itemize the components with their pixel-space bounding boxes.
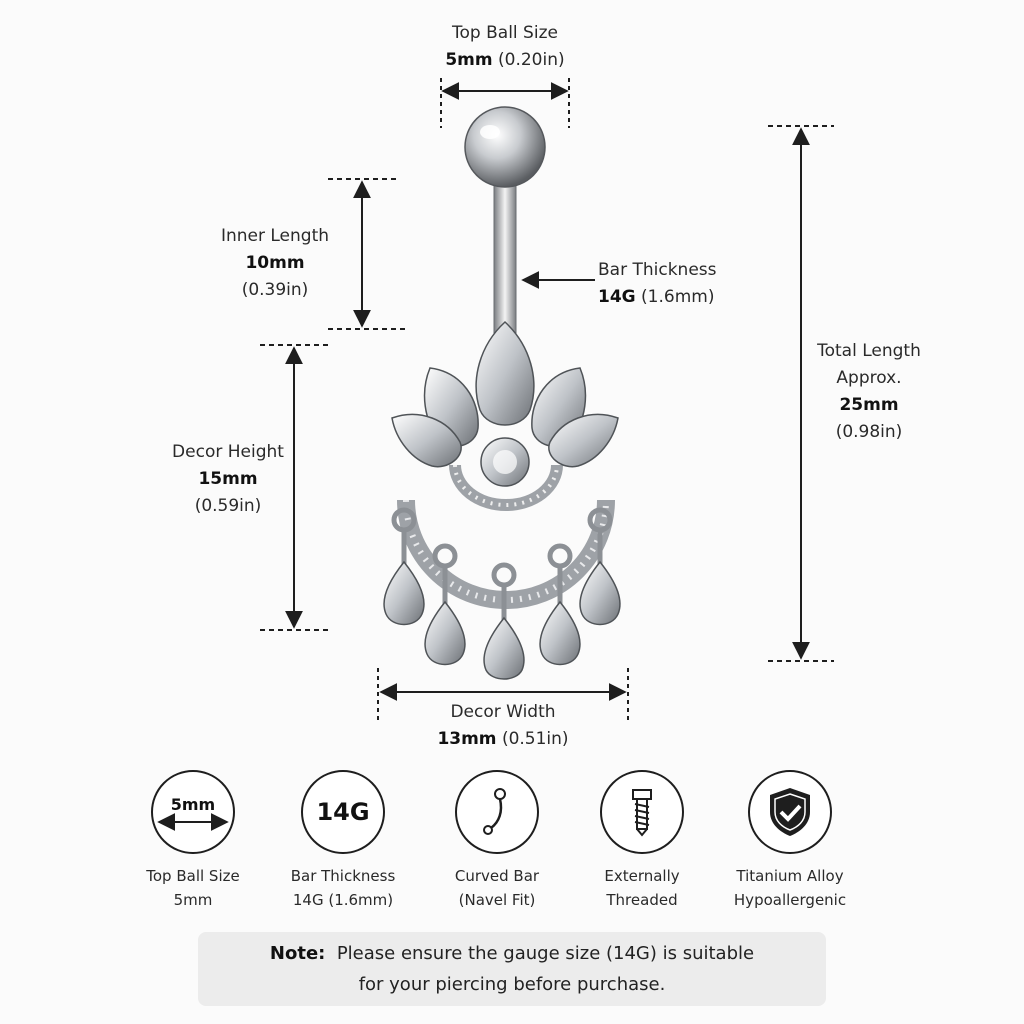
jewelry-diagram — [260, 78, 834, 722]
bar-thickness-value: 14G — [598, 287, 636, 307]
decor-height-label: Decor Height 15mm (0.59in) — [148, 439, 308, 520]
feature-threaded-line2: Threaded — [606, 891, 678, 909]
decor-height-title: Decor Height — [172, 442, 284, 462]
screw-icon — [600, 770, 684, 854]
decor-width-dimension — [377, 668, 629, 722]
feature-threaded: Externally Threaded — [567, 770, 717, 912]
total-length-dimension — [768, 125, 834, 662]
total-length-value-in: (0.98in) — [835, 422, 903, 442]
decor-width-value: 13mm — [437, 729, 497, 749]
feature-bar-thickness-line1: Bar Thickness — [290, 867, 396, 885]
feature-curved-bar-line1: Curved Bar — [454, 867, 540, 885]
note-label: Note: — [269, 943, 326, 964]
feature-curved-bar-line2: (Navel Fit) — [458, 891, 536, 909]
feature-threaded-line1: Externally — [604, 867, 680, 885]
feature-titanium: Titanium Alloy Hypoallergenic — [715, 770, 865, 912]
inner-length-value: 10mm — [245, 253, 305, 273]
ball-size-icon-text: 5mm — [170, 795, 216, 814]
inner-length-dimension — [328, 178, 405, 330]
decor-width-label: Decor Width 13mm (0.51in) — [403, 699, 603, 753]
ball-size-icon: 5mm — [151, 770, 235, 854]
top-ball-value-in: (0.20in) — [498, 50, 565, 70]
decor-width-value-in: (0.51in) — [501, 729, 569, 749]
top-ball-label: Top Ball Size 5mm (0.20in) — [405, 20, 605, 74]
gauge-icon: 14G — [301, 770, 385, 854]
curved-bar-icon — [455, 770, 539, 854]
feature-titanium-line2: Hypoallergenic — [733, 891, 847, 909]
feature-top-ball-line2: 5mm — [173, 891, 213, 909]
total-length-approx: Approx. — [836, 368, 902, 388]
total-length-title: Total Length — [817, 341, 921, 361]
bar-thickness-label: Bar Thickness 14G (1.6mm) — [598, 257, 738, 311]
inner-length-label: Inner Length 10mm (0.39in) — [190, 223, 360, 304]
note-box: Note: Please ensure the gauge size (14G)… — [198, 932, 826, 1006]
feature-bar-thickness: 14G Bar Thickness 14G (1.6mm) — [268, 770, 418, 912]
note-line2: for your piercing before purchase. — [358, 974, 666, 995]
decor-height-value-in: (0.59in) — [194, 496, 262, 516]
top-ball-title: Top Ball Size — [452, 23, 558, 43]
belly-ring-illustration — [383, 106, 621, 680]
decor-height-value: 15mm — [198, 469, 258, 489]
inner-length-title: Inner Length — [220, 226, 330, 246]
total-length-label: Total Length Approx. 25mm (0.98in) — [800, 338, 938, 446]
total-length-value: 25mm — [839, 395, 899, 415]
bar-thickness-value-in: (1.6mm) — [641, 287, 715, 307]
feature-curved-bar: Curved Bar (Navel Fit) — [422, 770, 572, 912]
decor-width-title: Decor Width — [450, 702, 556, 722]
bar-thickness-title: Bar Thickness — [598, 260, 717, 280]
note-line1: Please ensure the gauge size (14G) is su… — [336, 943, 755, 964]
decor-height-dimension — [260, 344, 330, 631]
feature-top-ball: 5mm Top Ball Size 5mm — [118, 770, 268, 912]
inner-length-value-in: (0.39in) — [241, 280, 309, 300]
gauge-icon-text: 14G — [316, 798, 370, 826]
feature-bar-thickness-line2: 14G (1.6mm) — [292, 891, 394, 909]
feature-top-ball-line1: Top Ball Size — [146, 867, 240, 885]
top-ball-value: 5mm — [445, 50, 493, 70]
shield-check-icon — [748, 770, 832, 854]
top-ball-dimension — [440, 78, 570, 128]
feature-titanium-line1: Titanium Alloy — [736, 867, 844, 885]
